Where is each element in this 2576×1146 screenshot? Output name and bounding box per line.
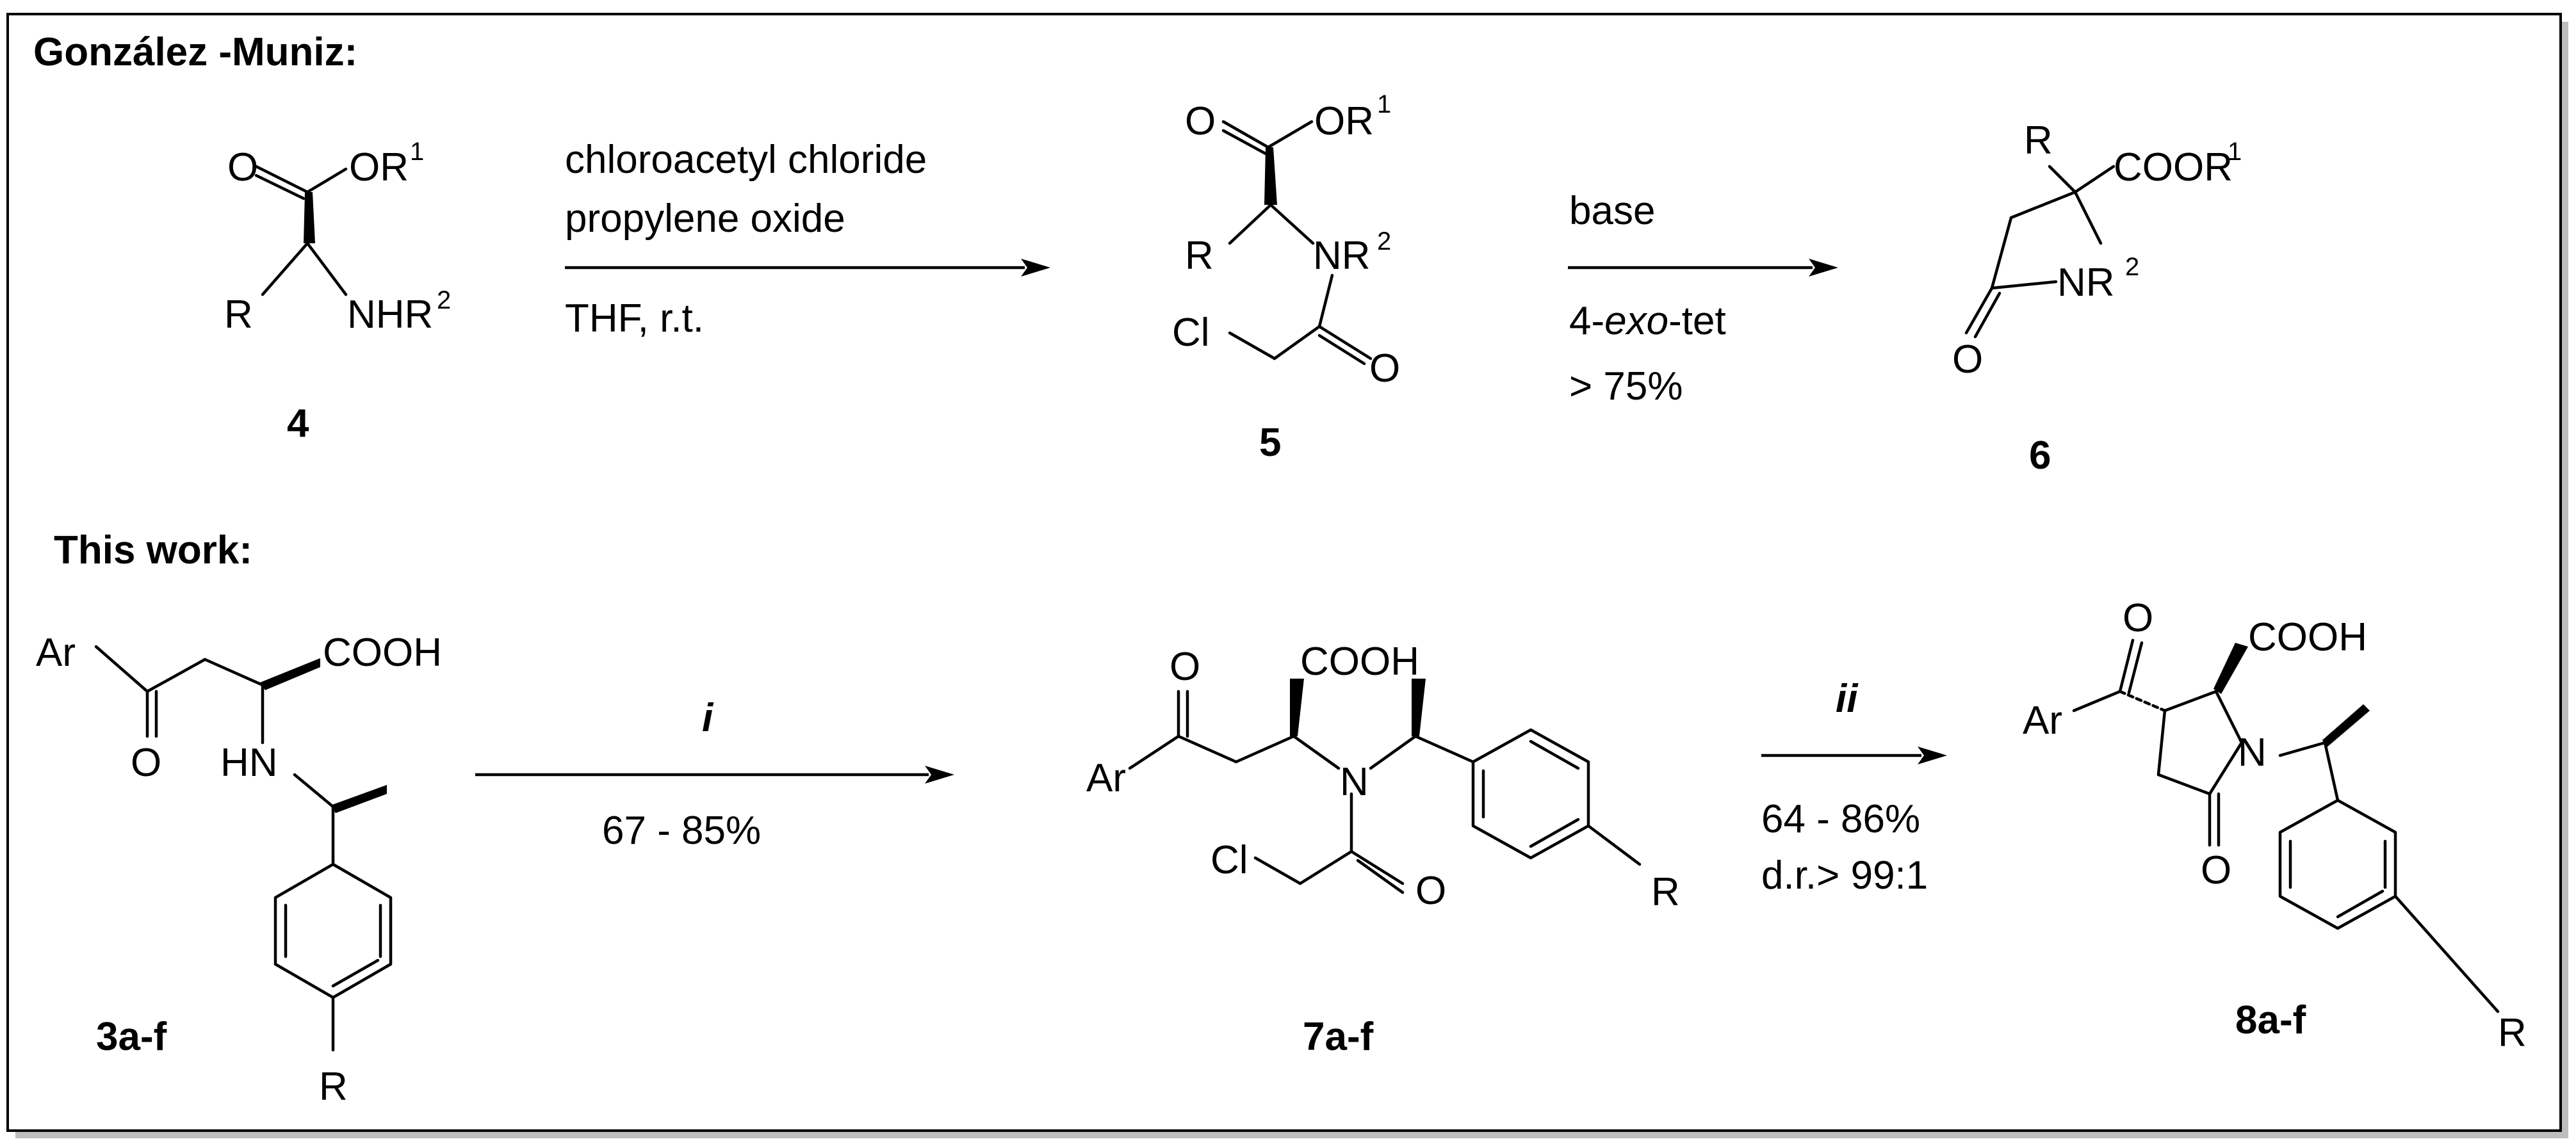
- atom-label: NR: [1313, 234, 1371, 278]
- atom-label: O: [1415, 869, 1446, 913]
- atom-label: HN: [220, 741, 278, 785]
- atom-label: O: [131, 741, 161, 785]
- atom-label: Ar: [2023, 698, 2062, 743]
- compound-6: R COOR 1 NR 2 O: [1952, 118, 2242, 382]
- atom-label: O: [2123, 596, 2153, 640]
- step1-conditions: THF, r.t.: [565, 296, 704, 341]
- atom-label: R: [224, 293, 253, 337]
- atom-label: Ar: [1086, 756, 1126, 800]
- step4-dr: d.r.> 99:1: [1761, 853, 1928, 898]
- bottom-section-title: This work:: [54, 528, 252, 572]
- atom-label: R: [319, 1065, 348, 1109]
- step4-yield: 64 - 86%: [1761, 797, 1920, 841]
- atom-label: COOH: [2248, 615, 2367, 659]
- compound-4: O OR 1 R NHR 2: [224, 138, 451, 337]
- arrowhead: [925, 766, 954, 784]
- compound-number-3: 3a-f: [96, 1015, 167, 1059]
- top-section-title: González -Muniz:: [33, 30, 357, 74]
- atom-label: NHR: [347, 293, 433, 337]
- atom-label: O: [1170, 645, 1200, 689]
- atom-label: R: [2024, 118, 2053, 163]
- atom-label: R: [1651, 870, 1680, 914]
- superscript: 1: [2228, 138, 2242, 166]
- step3-yield: 67 - 85%: [602, 809, 761, 853]
- atom-label: O: [1369, 346, 1400, 391]
- compound-number-6: 6: [2029, 433, 2051, 478]
- compound-3: Ar COOH O HN R: [36, 631, 442, 1109]
- compound-number-7: 7a-f: [1303, 1015, 1374, 1059]
- atom-label: Cl: [1211, 838, 1248, 882]
- atom-label: NR: [2057, 261, 2115, 305]
- atom-label: O: [1952, 337, 1983, 382]
- atom-label: Cl: [1172, 311, 1210, 355]
- step2-yield: > 75%: [1569, 364, 1683, 408]
- atom-label: COOH: [1300, 640, 1419, 684]
- superscript: 1: [410, 138, 424, 166]
- atom-label: COOR: [2114, 145, 2233, 190]
- atom-label: N: [2238, 730, 2267, 775]
- compound-number-5: 5: [1259, 421, 1281, 465]
- wedge-bond: [304, 192, 315, 243]
- step2-mode: 4-exo-tet: [1569, 299, 1726, 343]
- superscript: 2: [1377, 227, 1391, 255]
- compound-5: O OR 1 R NR 2 Cl O: [1172, 90, 1400, 391]
- superscript: 1: [1377, 90, 1391, 118]
- wedge-bond: [260, 658, 320, 690]
- wedge-bond: [2322, 704, 2370, 748]
- wedge-bond: [330, 785, 387, 813]
- compound-number-8: 8a-f: [2235, 998, 2306, 1042]
- wedge-bond: [2213, 643, 2248, 694]
- atom-label: OR: [349, 145, 409, 190]
- atom-label: R: [2498, 1011, 2527, 1055]
- atom-label: O: [2201, 848, 2231, 892]
- superscript: 2: [2125, 253, 2139, 281]
- atom-label: OR: [1314, 99, 1374, 143]
- step1-reagent-2: propylene oxide: [565, 197, 845, 241]
- frame: [6, 13, 2562, 1132]
- atom-label: O: [227, 145, 258, 190]
- atom-label: Ar: [36, 631, 76, 675]
- wedge-bond: [1290, 679, 1304, 736]
- step1-reagent-1: chloroacetyl chloride: [565, 138, 927, 182]
- compound-8: Ar O COOH N O R: [2023, 596, 2527, 1055]
- wedge-bond: [1264, 147, 1277, 205]
- atom-label: N: [1340, 760, 1369, 804]
- atom-label: R: [1185, 234, 1214, 278]
- wedge-bond: [1412, 679, 1426, 736]
- superscript: 2: [437, 286, 451, 314]
- arrowhead: [1021, 259, 1050, 277]
- atom-label: COOH: [323, 631, 442, 675]
- step4-label: ii: [1836, 677, 1859, 721]
- arrowhead: [1918, 747, 1947, 764]
- compound-7: Ar O COOH N Cl O R: [1086, 640, 1680, 914]
- step2-reagent: base: [1569, 189, 1655, 233]
- atom-label: O: [1185, 99, 1216, 143]
- arrowhead: [1809, 259, 1838, 277]
- compound-number-4: 4: [287, 401, 309, 446]
- step3-label: i: [702, 696, 714, 740]
